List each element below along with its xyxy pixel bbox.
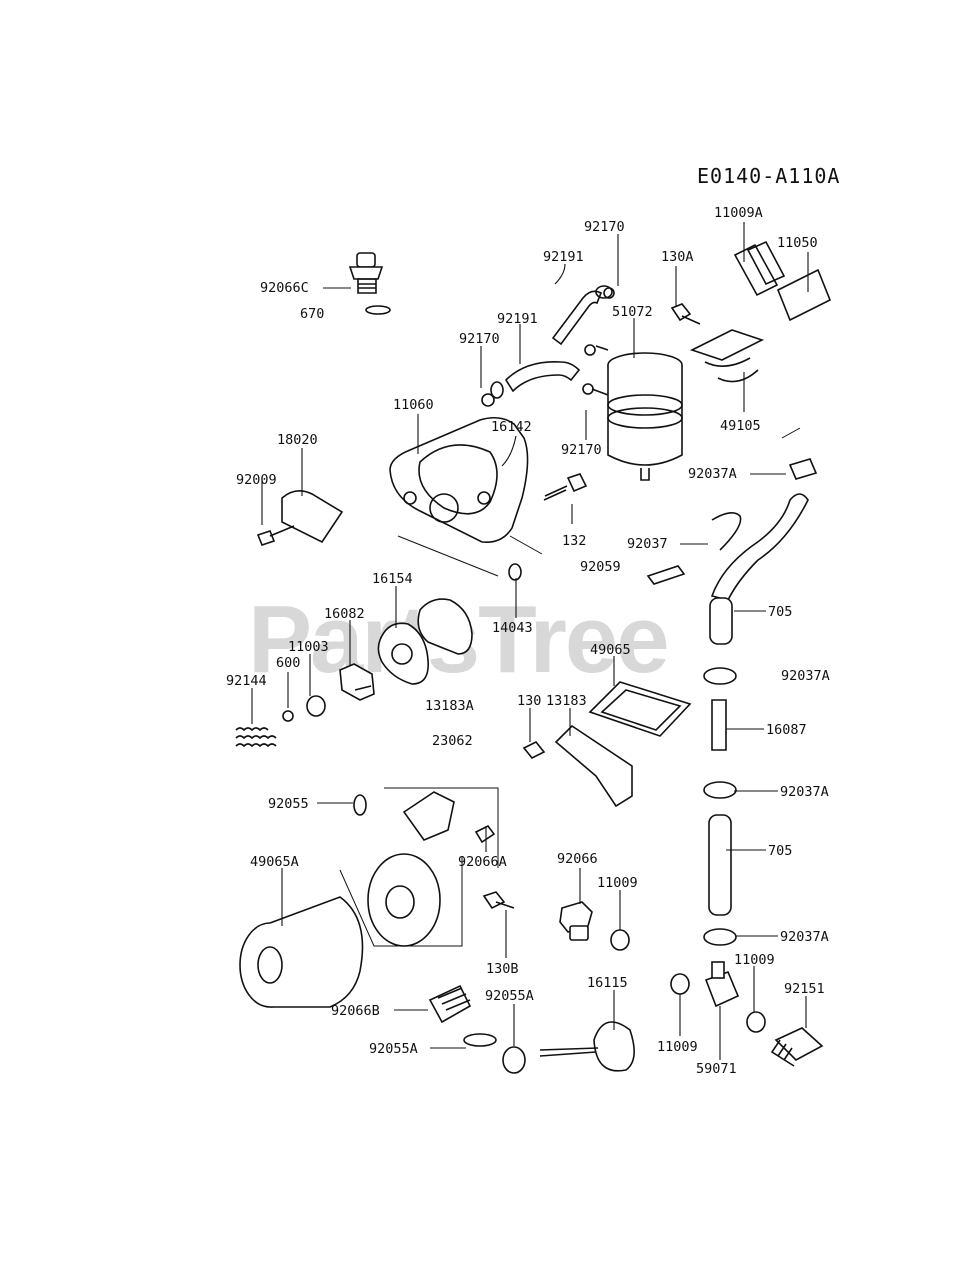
- oil-switch-16115-drawing: [539, 1021, 635, 1072]
- label-49065A: 49065A: [250, 854, 299, 870]
- oil-filter-mount-drawing: [339, 787, 515, 947]
- gasket-plate-drawing: [689, 240, 832, 439]
- label-11009-2: 11009: [734, 952, 775, 968]
- label-18020: 18020: [277, 432, 318, 448]
- fitting-59071-drawing: [670, 961, 824, 1067]
- label-16087: 16087: [766, 722, 807, 738]
- label-705-1: 705: [768, 604, 792, 620]
- relief-valve-drawing: [235, 663, 375, 748]
- label-92066: 92066: [557, 851, 598, 867]
- label-16142: 16142: [491, 419, 532, 435]
- leader-lines: [251, 222, 809, 1060]
- breather-hose-92191-drawing: [490, 285, 613, 399]
- label-92170-mid: 92170: [561, 442, 602, 458]
- label-92191-a: 92191: [543, 249, 584, 265]
- label-49105: 49105: [720, 418, 761, 434]
- label-92037A-3: 92037A: [780, 784, 829, 800]
- fuel-line-drawing: [703, 458, 818, 946]
- rotor-16154-drawing: [377, 563, 522, 685]
- label-600: 600: [276, 655, 300, 671]
- label-92170-top: 92170: [584, 219, 625, 235]
- label-130A: 130A: [661, 249, 694, 265]
- label-92066A: 92066A: [458, 854, 507, 870]
- label-92055A-1: 92055A: [485, 988, 534, 1004]
- label-92059: 92059: [580, 559, 621, 575]
- label-11060: 11060: [393, 397, 434, 413]
- label-11009-1: 11009: [597, 875, 638, 891]
- oil-filter-49065A-drawing: [239, 896, 364, 1008]
- clamps-92170-drawing: [481, 287, 615, 407]
- label-705-2: 705: [768, 843, 792, 859]
- label-51072: 51072: [612, 304, 653, 320]
- oil-plug-92066C-drawing: [348, 252, 391, 315]
- label-92037A-4: 92037A: [780, 929, 829, 945]
- strainer-49065-drawing: [522, 681, 692, 808]
- label-13183A: 13183A: [425, 698, 474, 714]
- label-11003: 11003: [288, 639, 329, 655]
- label-92066C: 92066C: [260, 280, 309, 296]
- label-92191-b: 92191: [497, 311, 538, 327]
- pump-cover-11060-drawing: [389, 416, 543, 577]
- label-92009: 92009: [236, 472, 277, 488]
- label-92037: 92037: [627, 536, 668, 552]
- fuel-filter-51072-drawing: [591, 345, 683, 481]
- label-92144: 92144: [226, 673, 267, 689]
- plug-92066-drawing: [559, 901, 630, 951]
- label-92055: 92055: [268, 796, 309, 812]
- label-132: 132: [562, 533, 586, 549]
- bolt-132-drawing: [543, 473, 588, 501]
- label-16154: 16154: [372, 571, 413, 587]
- label-92170-left: 92170: [459, 331, 500, 347]
- diagram-code: E0140-A110A: [697, 164, 840, 188]
- label-92055A-2: 92055A: [369, 1041, 418, 1057]
- label-92037A-2: 92037A: [781, 668, 830, 684]
- plate-18020-drawing: [256, 490, 344, 546]
- label-130: 130: [517, 693, 541, 709]
- label-16115: 16115: [587, 975, 628, 991]
- label-670: 670: [300, 306, 324, 322]
- plug-92066B-drawing: [428, 984, 526, 1074]
- clip-pin-drawing: [646, 512, 742, 585]
- label-23062: 23062: [432, 733, 473, 749]
- label-59071: 59071: [696, 1061, 737, 1077]
- label-11009A: 11009A: [714, 205, 763, 221]
- label-92066B: 92066B: [331, 1003, 380, 1019]
- label-49065: 49065: [590, 642, 631, 658]
- label-92037A-1: 92037A: [688, 466, 737, 482]
- label-11050: 11050: [777, 235, 818, 251]
- label-14043: 14043: [492, 620, 533, 636]
- label-11009-3: 11009: [657, 1039, 698, 1055]
- label-16082: 16082: [324, 606, 365, 622]
- label-130B: 130B: [486, 961, 519, 977]
- bolt-130A-drawing: [670, 303, 701, 325]
- label-92151: 92151: [784, 981, 825, 997]
- label-13183: 13183: [546, 693, 587, 709]
